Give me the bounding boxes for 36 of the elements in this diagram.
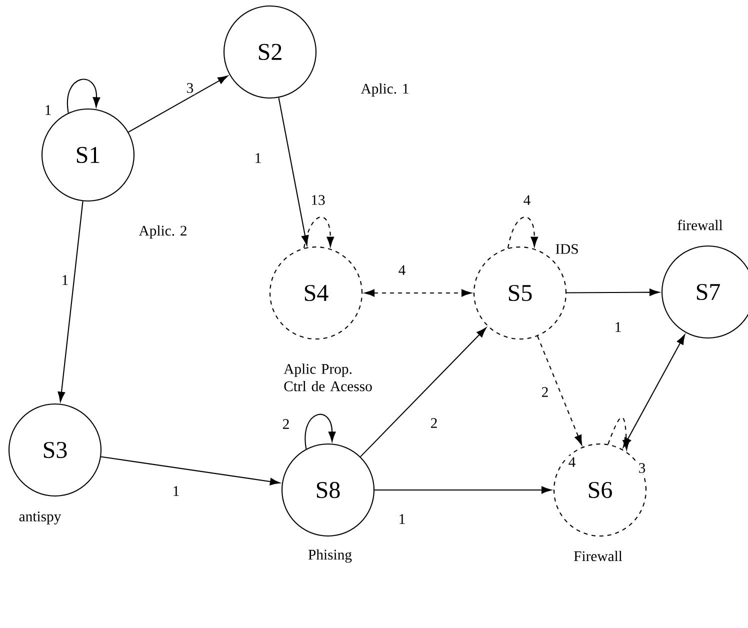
edge-label: 1	[253, 152, 263, 164]
edge-label: 1	[613, 320, 624, 334]
arrow	[128, 76, 228, 133]
arrow	[537, 336, 582, 446]
state-caption: Aplic. 2	[138, 225, 186, 239]
edge-label: 4	[567, 456, 578, 468]
state-caption: antispy	[19, 512, 62, 524]
edge-label: 3	[185, 82, 195, 94]
loop-arrow	[304, 414, 336, 449]
arrow	[58, 201, 84, 402]
loop-arrow	[66, 78, 100, 113]
edge-label: 13	[309, 194, 327, 206]
arrow	[360, 328, 486, 458]
edge-label: 2	[281, 418, 291, 430]
arrow	[374, 486, 552, 494]
edge-label: 4	[522, 194, 532, 206]
state-caption: Aplic. 1	[360, 83, 408, 97]
edge-label: 3	[637, 462, 647, 474]
arrow	[364, 289, 472, 297]
loop-arrow	[303, 216, 334, 248]
arrow	[100, 456, 280, 486]
edge-label: 1	[171, 484, 181, 498]
arrow	[622, 334, 686, 448]
edge-label: 2	[540, 386, 550, 398]
state-caption: IDS	[556, 244, 578, 254]
state-caption: Phising	[308, 549, 352, 563]
edge-label: 1	[60, 274, 70, 286]
edge-label: 2	[429, 416, 439, 430]
state-caption: firewall	[678, 220, 723, 230]
state-caption: Firewall	[574, 550, 622, 562]
edge-label: 4	[397, 264, 407, 276]
edge-label: 1	[397, 512, 407, 526]
arrow	[566, 288, 660, 296]
arrow	[278, 98, 309, 246]
state-caption: Aplic Prop. Ctrl de Acesso	[284, 364, 372, 392]
loop-arrow	[507, 216, 538, 248]
